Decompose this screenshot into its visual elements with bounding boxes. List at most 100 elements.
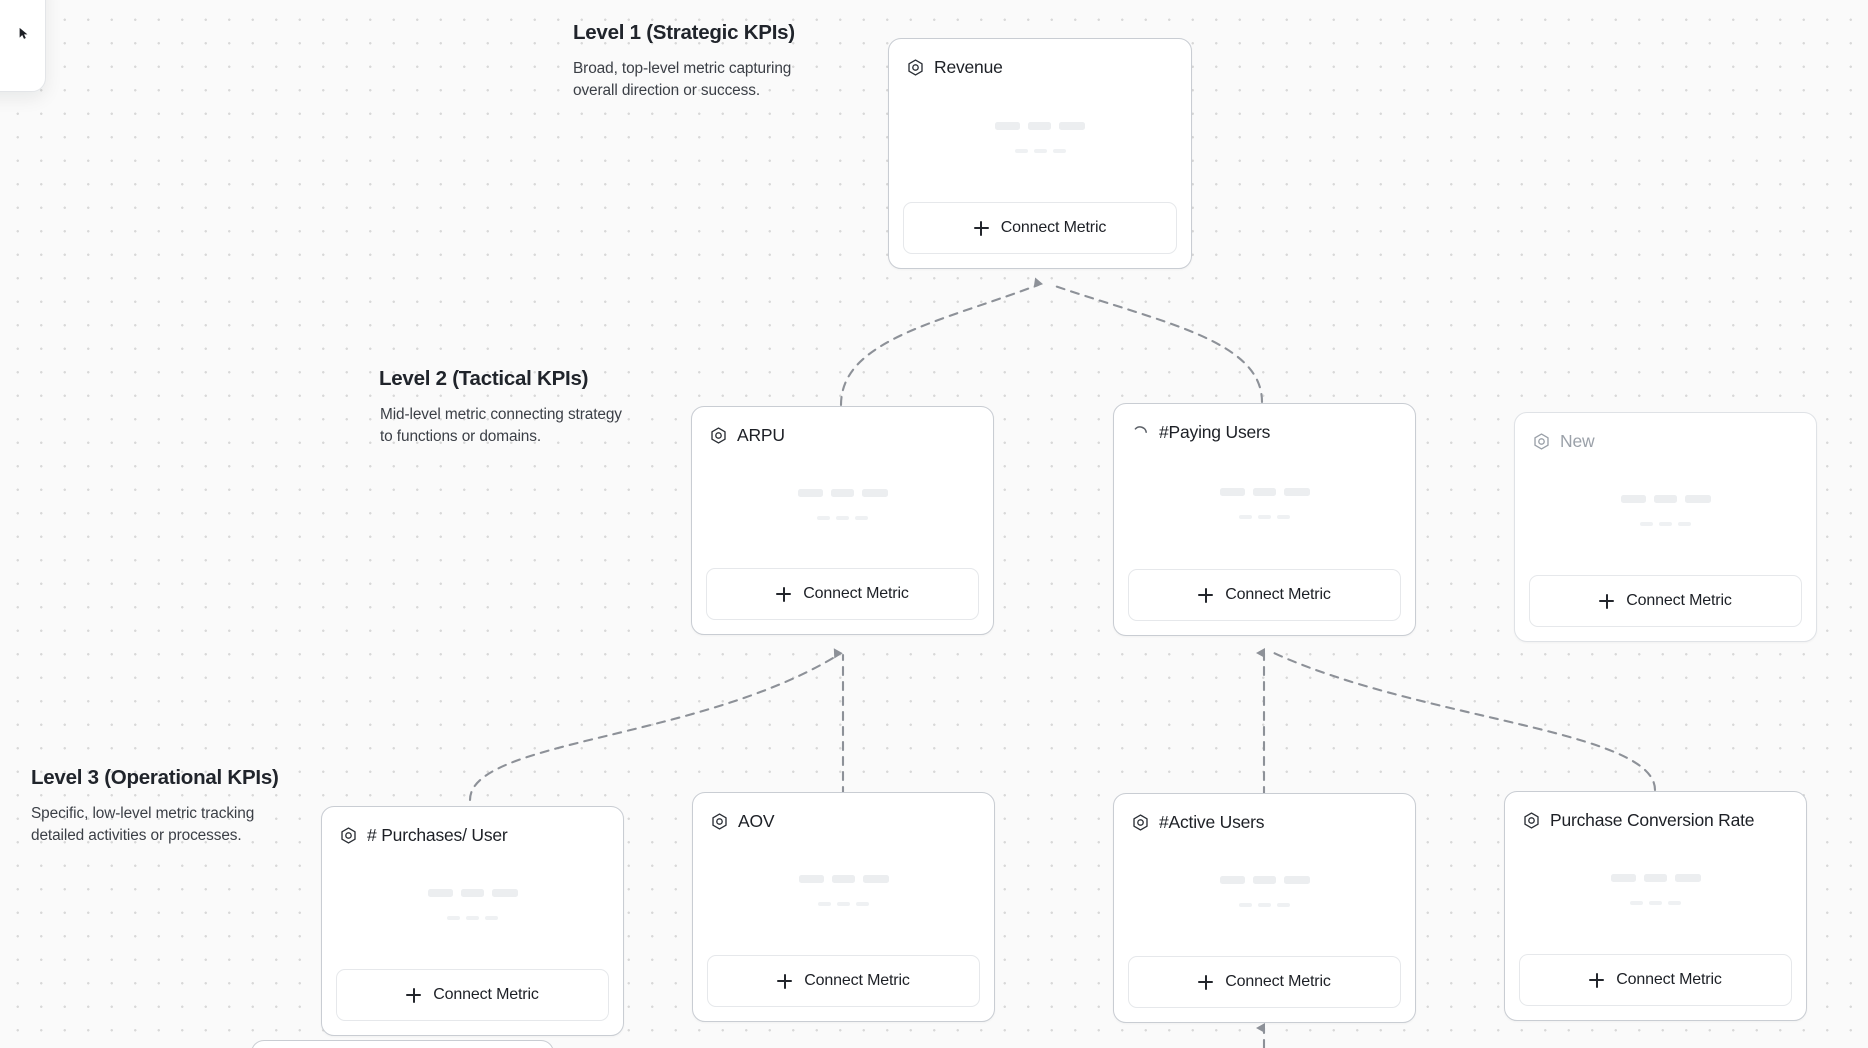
skeleton-bar <box>1014 148 1028 153</box>
card-header: Revenue <box>903 53 1177 78</box>
connect-metric-button[interactable]: Connect Metric <box>903 202 1177 254</box>
card-title: # Purchases/ User <box>367 825 508 845</box>
connect-metric-label: Connect Metric <box>1000 219 1107 236</box>
skeleton-bar <box>1674 874 1701 882</box>
metric-card-offscreen-bottom[interactable] <box>251 1040 554 1048</box>
edge-arpu-to-revenue <box>839 277 1044 407</box>
connect-metric-button[interactable]: Connect Metric <box>1128 956 1401 1008</box>
loading-spinner-icon <box>1134 426 1147 433</box>
skeleton-row-secondary <box>1239 514 1290 519</box>
level-1-description: Broad, top-level metric capturing overal… <box>573 59 792 99</box>
skeleton-bar <box>818 902 831 906</box>
hexagon-metric-icon <box>1524 812 1539 829</box>
skeleton-row-secondary <box>818 902 869 906</box>
metric-card-arpu[interactable]: ARPU Connect Metric <box>691 406 994 635</box>
skeleton-bar <box>1239 514 1252 519</box>
edge-purchases-to-arpu <box>468 648 843 802</box>
level-2-description: Mid-level metric connecting strategy to … <box>380 405 622 445</box>
skeleton-bar <box>1239 903 1252 907</box>
skeleton-bar <box>836 515 849 520</box>
skeleton-bar <box>1668 901 1681 905</box>
level-2-annotation: Level 2 (Tactical KPIs) Mid-level metric… <box>379 366 628 447</box>
card-skeleton-body <box>706 446 979 568</box>
card-skeleton-body <box>1128 443 1401 569</box>
skeleton-bar <box>817 515 830 520</box>
skeleton-bar <box>485 916 498 920</box>
card-title: Revenue <box>934 57 1003 77</box>
card-skeleton-body <box>1519 831 1792 954</box>
level-2-title: Level 2 (Tactical KPIs) <box>379 367 589 390</box>
skeleton-bar <box>1252 487 1276 496</box>
level-1-annotation: Level 1 (Strategic KPIs) Broad, top-leve… <box>573 20 823 101</box>
skeleton-bar <box>427 889 453 897</box>
card-header: # Purchases/ User <box>336 821 609 846</box>
connect-metric-button[interactable]: Connect Metric <box>1128 569 1401 621</box>
skeleton-bar <box>798 875 824 883</box>
plus-icon <box>1198 974 1214 990</box>
connect-metric-button[interactable]: Connect Metric <box>1529 575 1802 627</box>
connect-metric-label: Connect Metric <box>1626 592 1732 609</box>
metric-card-new[interactable]: New Connect Metric <box>1514 412 1817 642</box>
skeleton-row-primary <box>995 121 1085 130</box>
skeleton-bar <box>1630 901 1643 905</box>
connect-metric-button[interactable]: Connect Metric <box>706 568 979 620</box>
card-skeleton-body <box>903 78 1177 202</box>
card-header: Purchase Conversion Rate <box>1519 806 1792 831</box>
skeleton-row-secondary <box>1630 901 1681 905</box>
card-title: New <box>1560 431 1595 451</box>
edge-conversion-to-paying-users <box>1272 651 1657 792</box>
skeleton-bar <box>797 488 823 497</box>
card-title: Purchase Conversion Rate <box>1550 810 1755 830</box>
card-header: New <box>1529 427 1802 452</box>
skeleton-bar <box>1277 903 1290 907</box>
skeleton-bar <box>447 916 460 920</box>
connect-metric-button[interactable]: Connect Metric <box>336 969 609 1021</box>
skeleton-bar <box>830 488 854 497</box>
skeleton-bar <box>855 515 868 520</box>
level-1-title: Level 1 (Strategic KPIs) <box>573 21 795 44</box>
card-header: #Active Users <box>1128 808 1401 833</box>
skeleton-bar <box>837 902 850 906</box>
skeleton-bar <box>1028 121 1051 130</box>
skeleton-bar <box>1640 522 1653 526</box>
connect-metric-label: Connect Metric <box>1225 973 1331 990</box>
card-header: ARPU <box>706 421 979 446</box>
skeleton-bar <box>1219 487 1245 496</box>
floating-toolbar-panel[interactable] <box>0 0 46 92</box>
level-3-annotation: Level 3 (Operational KPIs) Specific, low… <box>31 765 287 846</box>
hexagon-metric-icon <box>1534 433 1549 450</box>
metric-card-purchases-per-user[interactable]: # Purchases/ User Connect Metric <box>321 806 624 1036</box>
plus-icon <box>776 586 792 602</box>
skeleton-row-primary <box>1219 876 1310 884</box>
skeleton-bar <box>1033 148 1047 153</box>
skeleton-bar <box>491 889 518 897</box>
skeleton-bar <box>856 902 869 906</box>
connect-metric-button[interactable]: Connect Metric <box>1519 954 1792 1006</box>
card-header: #Paying Users <box>1128 418 1401 443</box>
skeleton-row-primary <box>1219 487 1310 496</box>
metric-card-aov[interactable]: AOV Connect Metric <box>692 792 995 1022</box>
skeleton-bar <box>1283 487 1310 496</box>
hexagon-metric-icon <box>712 813 727 830</box>
connect-metric-label: Connect Metric <box>1616 971 1722 988</box>
skeleton-bar <box>1059 121 1085 130</box>
skeleton-bar <box>1684 495 1711 503</box>
skeleton-bar <box>1643 874 1667 882</box>
skeleton-bar <box>1620 495 1646 503</box>
metric-card-purchase-conversion-rate[interactable]: Purchase Conversion Rate Connect Metric <box>1504 791 1807 1021</box>
skeleton-bar <box>862 875 889 883</box>
cursor-icon <box>19 27 28 39</box>
skeleton-bar <box>861 488 888 497</box>
skeleton-bar <box>1258 903 1271 907</box>
skeleton-bar <box>1678 522 1691 526</box>
skeleton-row-secondary <box>817 515 868 520</box>
metric-card-revenue[interactable]: Revenue Connect Metric <box>888 38 1192 269</box>
connect-metric-button[interactable]: Connect Metric <box>707 955 980 1007</box>
metric-card-paying-users[interactable]: #Paying Users Connect Metric <box>1113 403 1416 636</box>
skeleton-bar <box>995 121 1020 130</box>
skeleton-row-primary <box>427 889 518 897</box>
metric-card-active-users[interactable]: #Active Users Connect Metric <box>1113 793 1416 1023</box>
hexagon-metric-icon <box>1133 814 1148 831</box>
skeleton-bar <box>1277 514 1290 519</box>
